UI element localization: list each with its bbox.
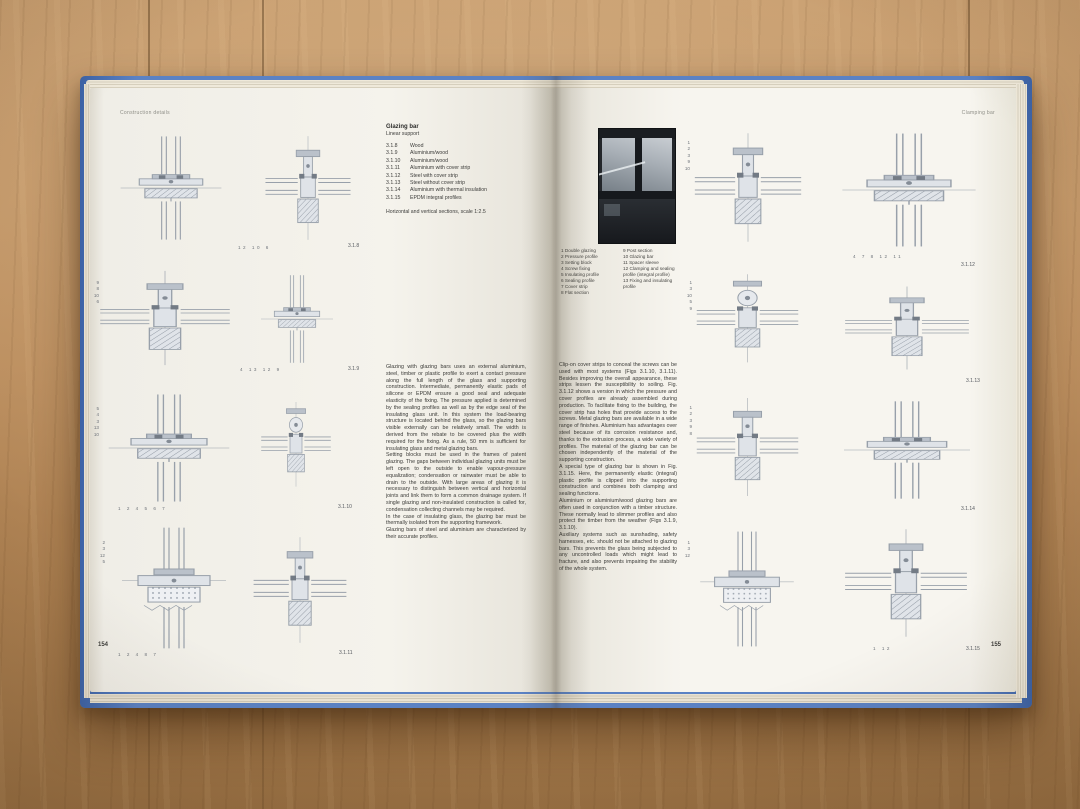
- photo-window: [598, 128, 676, 244]
- index-item-label: EPDM integral profiles: [410, 194, 462, 201]
- index-item: 3.1.14 Aluminium with thermal insulation: [386, 187, 526, 194]
- index-item-number: 3.1.11: [386, 165, 401, 172]
- index-item-number: 3.1.10: [386, 157, 401, 164]
- section-drawing-3-1-9-vertical: [260, 274, 334, 364]
- index-item: 3.1.8 Wood: [386, 143, 526, 150]
- dimension-numbers: 1 2 4 5 6 7: [118, 506, 168, 511]
- section-subtitle: Linear support: [386, 131, 420, 137]
- section-drawing-3-1-11-horizontal: [253, 536, 347, 644]
- index-item: 3.1.15 EPDM integral profiles: [386, 195, 526, 202]
- photo-window-transom: [599, 190, 675, 199]
- index-item: 3.1.13 Steel without cover strip: [386, 180, 526, 187]
- index-item-label: Wood: [410, 143, 424, 149]
- figure-label: 3.1.13: [966, 378, 980, 384]
- callout-numbers: 2 3 12 5: [99, 540, 105, 565]
- index-item-number: 3.1.14: [386, 187, 401, 194]
- index-item: 3.1.11 Aluminium with cover strip: [386, 165, 526, 172]
- index-item-label: Aluminium/wood: [410, 150, 449, 157]
- section-drawing-3-1-10-clamp: [260, 401, 332, 488]
- open-book: Construction details 12 10 6 3.1.8 9 8 1…: [80, 76, 1032, 708]
- dimension-numbers: 4 13 12 9: [240, 367, 282, 372]
- index-item-label: Steel without cover strip: [410, 180, 466, 187]
- page-number-right: 155: [991, 642, 1002, 648]
- section-drawing-clamping-1: [694, 132, 802, 243]
- index-item: 3.1.9 Aluminium/wood: [386, 150, 526, 157]
- scale-note: Horizontal and vertical sections, scale …: [386, 209, 486, 216]
- figure-label: 3.1.10: [338, 504, 352, 510]
- callout-numbers: 1 2 3 9 10: [684, 140, 690, 171]
- section-drawing-3-1-8-vertical: [120, 135, 222, 241]
- index-item-number: 3.1.8: [386, 143, 398, 149]
- index-item: 3.1.12 Steel with cover strip: [386, 173, 526, 180]
- index-item-number: 3.1.13: [386, 180, 401, 187]
- section-drawing-3-1-12: [841, 132, 977, 248]
- dimension-numbers: 1 12: [873, 646, 892, 651]
- page-stack-edge-left: [84, 84, 90, 698]
- figure-label: 3.1.8: [348, 243, 360, 249]
- index-item: 3.1.10 Aluminium/wood: [386, 158, 526, 165]
- section-drawing-3-1-11-insulated: [121, 527, 227, 649]
- section-drawing-clamping-2: [696, 273, 799, 363]
- section-drawing-3-1-9-horizontal: [99, 270, 231, 366]
- dimension-numbers: 12 10 6: [238, 245, 271, 250]
- section-drawing-3-1-10-vertical: [108, 393, 230, 503]
- section-drawing-3-1-15: [844, 528, 968, 638]
- section-drawing-clamping-3: [696, 397, 799, 497]
- section-drawing-clamping-4: [699, 531, 795, 647]
- body-text-right: Clip-on cover strips to conceal the scre…: [559, 362, 677, 572]
- callout-numbers: 9 8 10 6: [93, 280, 99, 305]
- index-item-label: Aluminium/wood: [410, 157, 449, 164]
- section-index: Glazing bar Linear support 3.1.8 Wood 3.…: [386, 124, 526, 215]
- callout-numbers: 1 2 3 9 8: [689, 405, 692, 436]
- callout-numbers: 5 4 3 13 10: [93, 406, 99, 437]
- section-drawing-3-1-14: [843, 400, 971, 500]
- section-drawing-3-1-13: [844, 285, 970, 371]
- right-page: Clamping bar 1 Double glazing 2 Pressure…: [553, 88, 1016, 692]
- dimension-numbers: 1 2 4 8 7: [118, 652, 159, 657]
- index-item-label: Aluminium with cover strip: [410, 165, 471, 172]
- photo-frame-top: [599, 129, 675, 140]
- left-page: Construction details 12 10 6 3.1.8 9 8 1…: [90, 88, 553, 692]
- running-head-right: Clamping bar: [961, 110, 995, 116]
- figure-legend-left: 1 Double glazing 2 Pressure profile 3 Se…: [561, 248, 600, 295]
- page-number-left: 154: [98, 642, 109, 648]
- page-stack-edge-top: [86, 80, 1024, 90]
- page-stack-edge-right: [1016, 84, 1027, 698]
- figure-label: 3.1.14: [961, 506, 975, 512]
- page-stack-edge-bottom: [90, 694, 1022, 703]
- callout-numbers: 1 3 10 5 9: [686, 280, 692, 311]
- figure-label: 3.1.9: [348, 366, 360, 372]
- index-item-number: 3.1.9: [386, 150, 398, 157]
- figure-label: 3.1.15: [966, 646, 980, 652]
- dimension-numbers: 4 7 8 12 11: [853, 254, 904, 259]
- section-title: Glazing bar: [386, 124, 419, 130]
- index-item-number: 3.1.15: [386, 194, 401, 201]
- photo-reflection-glow: [603, 204, 621, 216]
- page-spread: Construction details 12 10 6 3.1.8 9 8 1…: [90, 88, 1016, 692]
- body-text-left: Glazing with glazing bars uses an extern…: [386, 364, 526, 540]
- index-item-label: Steel with cover strip: [410, 172, 458, 179]
- figure-legend-right: 9 Post section 10 Glazing bar 11 Spacer …: [623, 248, 675, 289]
- photo-interior-dark: [599, 198, 675, 243]
- figure-label: 3.1.11: [339, 650, 353, 656]
- index-item-number: 3.1.12: [386, 172, 401, 179]
- callout-numbers: 1 3 12: [684, 540, 690, 558]
- index-item-label: Aluminium with thermal insulation: [410, 187, 487, 194]
- running-head-left: Construction details: [120, 110, 170, 116]
- section-drawing-3-1-8-horizontal: [264, 135, 352, 241]
- figure-label: 3.1.12: [961, 262, 975, 268]
